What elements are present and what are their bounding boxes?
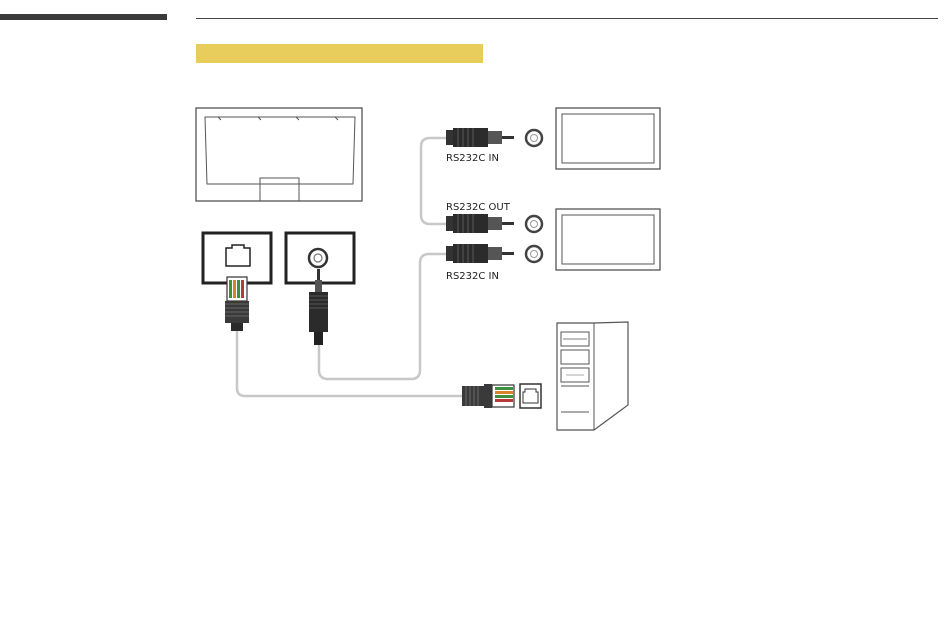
stereo-plug-icon — [309, 269, 328, 345]
stereo-plug-icon — [446, 214, 514, 233]
label-rs232c-out: RS232C OUT — [446, 202, 511, 213]
label-rs232c-in-bottom: RS232C IN — [446, 271, 499, 282]
lan-cable — [237, 330, 462, 396]
stereo-jack-icon — [526, 130, 542, 262]
pc-tower-icon — [557, 322, 628, 430]
stereo-plug-icon — [446, 128, 514, 147]
stereo-cable-to-out — [421, 138, 448, 224]
stereo-plug-icon — [446, 244, 514, 263]
rj45-plug-icon — [225, 277, 249, 331]
stereo-cable-from-hub — [319, 254, 448, 379]
display-monitor-icon — [556, 209, 660, 270]
hub-panel-icon — [196, 108, 362, 201]
rj45-plug-icon — [462, 384, 514, 408]
label-rs232c-in-top: RS232C IN — [446, 153, 499, 164]
display-monitor-icon — [556, 108, 660, 169]
rj45-port-icon — [203, 233, 271, 283]
rj45-port-icon — [520, 384, 541, 408]
